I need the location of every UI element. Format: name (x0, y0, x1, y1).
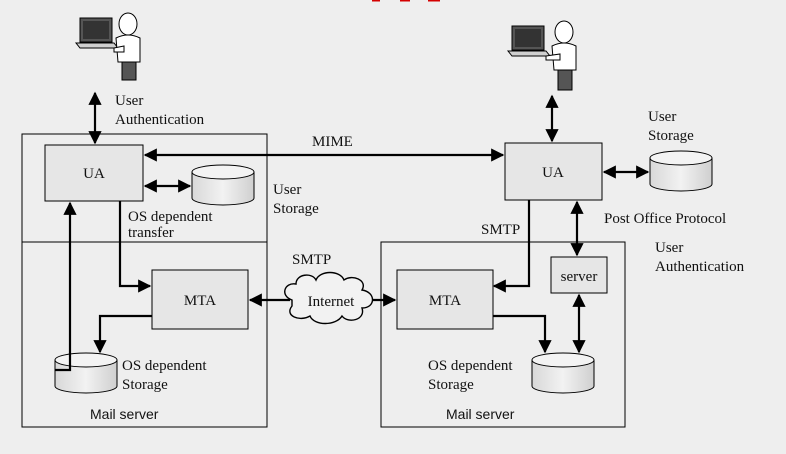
right-user-storage-cylinder (649, 150, 713, 192)
mime-label: MIME (312, 134, 353, 150)
right-server-label: server (561, 269, 598, 285)
user-laptop-icon-left (74, 12, 141, 81)
internet-cloud-icon (284, 271, 374, 325)
post-office-protocol-label: Post Office Protocol (604, 211, 726, 227)
left-ua-box[interactable] (44, 144, 144, 202)
right-smtp-label: SMTP (481, 222, 520, 238)
right-mta-label: MTA (429, 293, 461, 309)
left-mail-server-frame (21, 241, 268, 428)
smtp-middle-label: SMTP (292, 252, 331, 268)
left-os-storage-cylinder (54, 352, 118, 394)
left-ua-to-mta-line (118, 201, 152, 293)
user-laptop-icon-right (506, 20, 577, 91)
right-ua-label: UA (542, 165, 564, 181)
left-ua-label: UA (83, 166, 105, 182)
left-mta-to-storage-line (93, 314, 152, 354)
right-mta-box[interactable] (396, 269, 494, 330)
left-mta-box[interactable] (151, 269, 249, 330)
right-mta-to-storage-line (493, 314, 552, 354)
right-server-box[interactable] (550, 256, 608, 294)
left-storage-to-ua-line (55, 201, 77, 372)
right-ua-box[interactable] (504, 142, 603, 201)
internet-label: Internet (308, 294, 355, 310)
right-ua-to-mta-line (492, 200, 531, 293)
right-mail-server-frame (380, 241, 626, 428)
left-mail-server-label: Mail server (90, 406, 159, 422)
left-user-storage-cylinder (191, 164, 255, 206)
right-mail-server-label: Mail server (446, 406, 515, 422)
right-os-storage-cylinder (531, 352, 595, 394)
left-mta-label: MTA (184, 293, 216, 309)
